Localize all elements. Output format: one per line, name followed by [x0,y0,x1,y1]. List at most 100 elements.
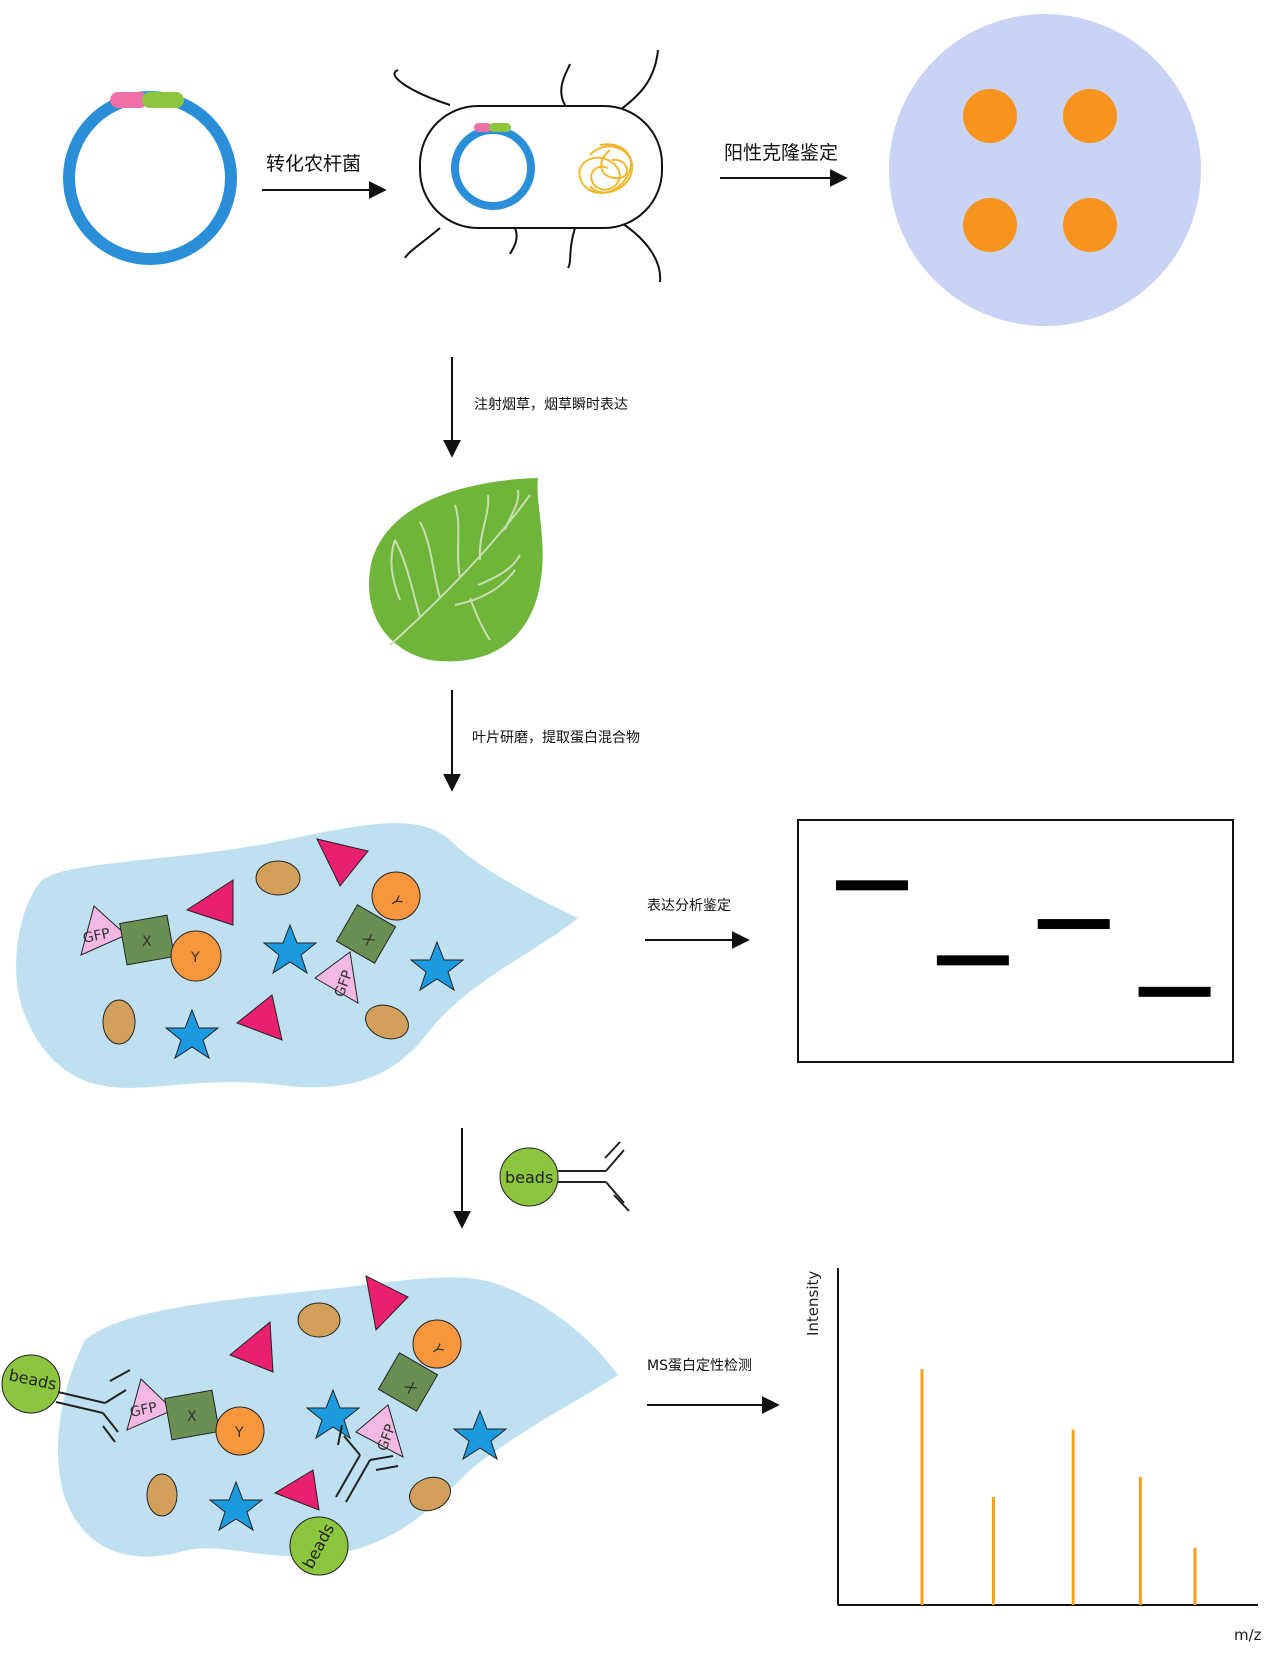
promoter-segment [110,92,148,108]
antibody-arm [605,1149,625,1172]
step-positive-clone: 阳性克隆鉴定 [720,142,848,187]
star-protein [208,1480,264,1532]
x-axis-label: m/z [1234,1626,1262,1644]
gene-segment [142,92,184,108]
star-protein [452,1409,508,1461]
antibody-bead: beads [499,1141,630,1212]
leaf-veins [389,489,531,646]
chromosomal-dna [578,143,634,194]
tobacco-leaf [369,478,543,662]
ip-mixture: beads GFP X Y Y X GFP [1,1275,618,1576]
flagellum [509,227,518,255]
ms-peaks [920,1369,1197,1605]
antibody-arm [375,1465,399,1471]
gfp-tag [80,905,127,956]
step-transform: 转化农杆菌 [262,153,387,199]
expression-label: 表达分析鉴定 [647,898,731,914]
star-protein [262,923,318,975]
inject-label: 注射烟草，烟草瞬时表达 [474,397,628,413]
x-text: X [142,934,152,950]
flagellum [404,227,441,259]
flagellum [567,227,576,269]
flagellum [619,49,659,111]
x-protein [164,1389,220,1441]
triangle-protein [185,879,234,926]
step-inject: 注射烟草，烟草瞬时表达 [443,357,628,458]
blot-frame [797,819,1234,1063]
flagellum [393,69,451,106]
gel-bands [836,880,1211,997]
plate-disk [889,14,1201,326]
cell-plasmid-promoter [474,123,492,132]
antibody-arm [109,1369,131,1382]
gfp-text: GFP [82,926,112,947]
gfp-tag [314,951,359,1004]
gel-band [1037,919,1110,930]
positive-clone-label: 阳性克隆鉴定 [724,142,838,164]
gfp-x-y-complex: Y X GFP [314,871,421,1004]
star-protein [164,1008,220,1060]
ellipse-protein [146,1473,178,1517]
ellipse-protein [365,1004,409,1040]
antibody-arm [369,1455,394,1461]
grind-label: 叶片研磨，提取蛋白混合物 [472,730,640,746]
step-immunoprecipitation: beads [453,1128,630,1229]
bead [499,1147,559,1207]
x-protein [335,904,397,964]
antibody-arm [102,1412,119,1433]
antibody-arm [343,1435,361,1456]
protein-mixture: GFP X Y Y X GFP [16,823,578,1088]
flagellum [560,63,571,106]
triangle-protein [236,994,283,1041]
step-grind: 叶片研磨，提取蛋白混合物 [443,690,640,792]
antibody-stem [345,1459,371,1503]
bead [289,1516,349,1576]
star-protein [409,940,465,992]
flagellum [619,221,662,283]
antibody-arm [613,1194,630,1212]
y-protein [215,1406,265,1456]
y-protein [412,1319,462,1369]
triangle-protein [273,1469,320,1511]
gel-band [1138,986,1211,997]
cell-body [419,105,663,229]
plasmid [63,91,237,265]
y-protein [170,930,222,982]
star-protein [305,1388,361,1440]
colony [963,89,1017,143]
y-axis-label: Intensity [804,1271,822,1336]
transform-label: 转化农杆菌 [266,153,361,175]
antibody-arm [605,1181,625,1204]
antibody-arm [104,1389,127,1404]
antibody-stem [57,1391,106,1404]
x-protein [119,914,175,966]
agrobacterium [393,49,663,283]
colony [1063,198,1117,252]
leaf-blade [369,478,543,662]
gfp-tag [126,1378,174,1431]
antibody-arm [102,1425,116,1443]
antibody-stem [335,1454,361,1498]
y-text: Y [190,950,200,966]
gel-band [936,955,1009,966]
antibody-arm [337,1424,343,1446]
bead-text: beads [505,1168,553,1187]
cell-plasmid-gene [489,123,511,132]
step-ms: MS蛋白定性检测 [647,1358,780,1414]
bead [1,1354,61,1414]
ellipse-protein [255,860,301,896]
captured-complex: beads GFP X Y [1,1354,265,1456]
gfp-x-y-complex: GFP X Y [80,905,222,982]
agar-plate [889,14,1201,326]
ms-spectrum-chart: Intensity m/z [804,1268,1262,1644]
triangle-protein [316,838,369,887]
gfp-tag [355,1404,404,1458]
ellipse-protein [102,999,136,1045]
x-protein [377,1352,439,1412]
ms-label: MS蛋白定性检测 [647,1358,752,1374]
colony [963,198,1017,252]
triangle-protein [229,1320,274,1373]
western-blot [797,819,1234,1063]
gfp-text: GFP [129,1400,159,1421]
